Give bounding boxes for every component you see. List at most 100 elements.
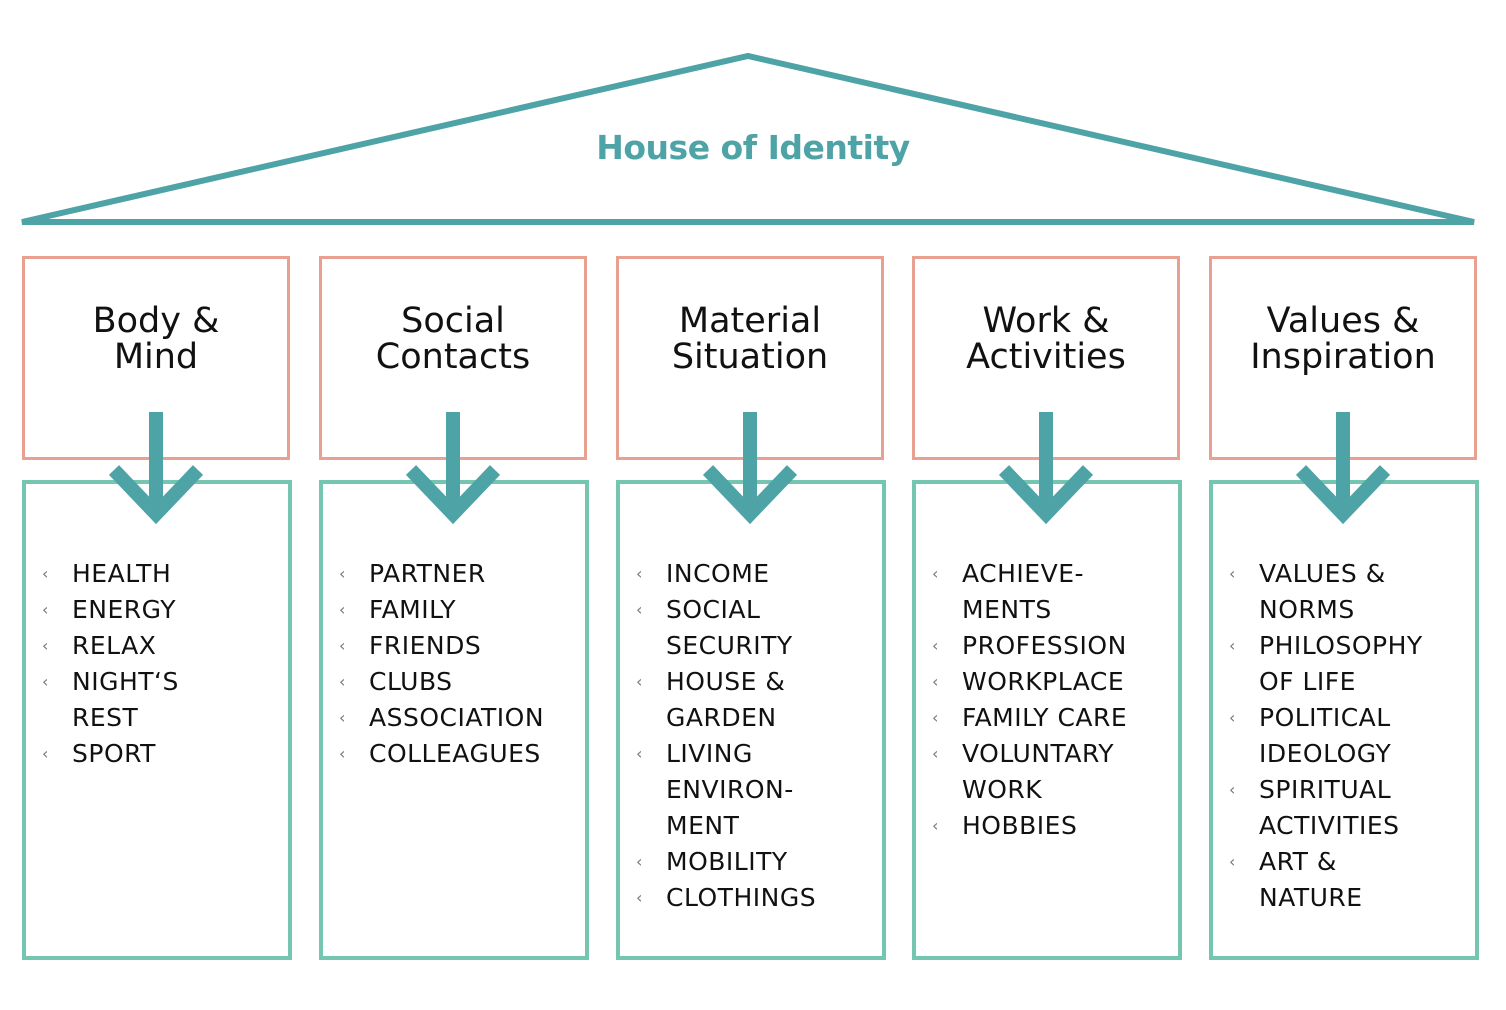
item-label: FAMILY CARE [962,703,1128,732]
pillar-3: Material Situation ‹ INCOME ‹ SOCIAL SECURI… [616,0,886,1010]
item-label: VOLUNTARY WORK [962,739,1114,804]
bullet-icon: ‹ [932,564,939,583]
bullet-icon: ‹ [1229,852,1236,871]
house-title: House of Identity [596,128,910,167]
list-item: ‹ HEALTH [42,556,179,592]
bullet-icon: ‹ [1229,564,1236,583]
bullet-icon: ‹ [1229,780,1236,799]
bullet-icon: ‹ [42,564,49,583]
pillar-title: Work & Activities [966,301,1126,377]
roof-outline [21,52,1475,225]
roof [21,52,1475,225]
item-label: ACHIEVE- MENTS [962,559,1085,624]
bullet-icon: ‹ [339,672,346,691]
bullet-icon: ‹ [339,564,346,583]
pillar-title: Values & Inspiration [1250,301,1436,377]
list-item: ‹ COLLEAGUES [339,736,544,772]
pillar-5: Values & Inspiration ‹ VALUES & NORMS ‹ PHI… [1209,0,1479,1010]
list-item: ‹ FRIENDS [339,628,544,664]
bullet-icon: ‹ [636,672,643,691]
bullet-icon: ‹ [932,636,939,655]
bullet-icon: ‹ [636,888,643,907]
list-item: ‹ ASSOCIATION [339,700,545,736]
item-label: POLITICAL IDEOLOGY [1259,703,1392,768]
down-arrow-icon [108,412,204,525]
list-item: ‹ VOLUNTARY WORK [932,736,1127,808]
pillar-4: Work & Activities ‹ ACHIEVE- MENTS ‹ PROFES… [912,0,1182,1010]
list-item: ‹SPORT [42,736,179,772]
bullet-icon: ‹ [636,744,643,763]
pillar-title: Material Situation [671,301,829,377]
pillar-2: Social Contacts ‹PARTNER‹FAMILY‹FRIENDS‹… [319,0,589,1010]
list-item: ‹ CLOTHINGS [636,880,817,916]
bullet-icon: ‹ [636,852,643,871]
bullet-icon: ‹ [932,672,939,691]
item-label: INCOME [666,559,770,588]
list-item: ‹ SOCIAL SECURITY [636,592,816,664]
pillar-item-list: ‹ VALUES & NORMS ‹ PHILOSOPHY OF LIFE ‹ POLIT… [1229,556,1423,916]
item-label: SOCIAL SECURITY [666,595,793,660]
pillar-item-list: ‹ INCOME ‹ SOCIAL SECURITY ‹ HOUSE & GARDEN ‹ L… [636,556,817,916]
pillar-item-list: ‹ ACHIEVE- MENTS ‹ PROFESSION ‹ WORKPLACE ‹ FAM… [932,556,1128,844]
item-label: ART & NATURE [1259,847,1363,912]
bullet-icon: ‹ [636,564,643,583]
bullet-icon: ‹ [339,636,346,655]
item-label: PROFESSION [962,631,1127,660]
bullet-icon: ‹ [1229,708,1236,727]
list-item: ‹ PHILOSOPHY OF LIFE [1229,628,1423,700]
list-item: ‹ FAMILY [339,592,544,628]
item-label: WORKPLACE [962,667,1125,696]
bullet-icon: ‹ [42,744,49,763]
down-arrow-icon [1295,412,1391,525]
pillar-1: Body & Mind ‹HEALTH‹ENERGY‹RELAX‹NIGHT‘S… [22,0,292,1010]
item-label: COLLEAGUES [369,739,541,768]
list-item: ‹ ENERGY [42,592,179,628]
pillar-header-box: Body & Mind [22,256,290,460]
item-label: NIGHT‘S REST [72,667,179,732]
item-label: HOBBIES [962,811,1078,840]
list-item: ‹ WORKPLACE [932,664,1127,700]
item-label: HEALTH [72,559,172,588]
down-arrow-icon [998,412,1094,525]
item-label: PHILOSOPHY OF LIFE [1259,631,1423,696]
item-label: CLUBS [369,667,453,696]
list-item: ‹ HOUSE & GARDEN [636,664,816,736]
item-label: LIVING ENVIRON- MENT [666,739,794,840]
list-item: ‹ MOBILITY [636,844,816,880]
pillar-title: Social Contacts [375,301,531,377]
bullet-icon: ‹ [339,600,346,619]
list-item: ‹ ART & NATURE [1229,844,1423,916]
item-label: FRIENDS [369,631,482,660]
list-item: ‹ CLUBS [339,664,544,700]
bullet-icon: ‹ [636,600,643,619]
item-label: SPIRITUAL ACTIVITIES [1259,775,1400,840]
item-label: HOUSE & GARDEN [666,667,786,732]
bullet-icon: ‹ [339,744,346,763]
bullet-icon: ‹ [42,672,49,691]
list-item: ‹ INCOME [636,556,816,592]
list-item: ‹ PARTNER [339,556,544,592]
bullet-icon: ‹ [932,744,939,763]
list-item: ‹ POLITICAL IDEOLOGY [1229,700,1423,772]
list-item: ‹ FAMILY CARE [932,700,1128,736]
item-label: MOBILITY [666,847,788,876]
list-item: ‹ SPIRITUAL ACTIVITIES [1229,772,1423,844]
list-item: ‹RELAX [42,628,179,664]
item-label: PARTNER [369,559,486,588]
item-label: RELAX [72,631,157,660]
list-item: ‹ PROFESSION [932,628,1127,664]
bullet-icon: ‹ [932,708,939,727]
bullet-icon: ‹ [1229,636,1236,655]
pillar-title: Body & Mind [92,301,220,377]
bullet-icon: ‹ [339,708,346,727]
item-label: FAMILY [369,595,457,624]
list-item: ‹ LIVING ENVIRON- MENT [636,736,816,844]
item-label: ENERGY [72,595,177,624]
list-item: ‹ VALUES & NORMS [1229,556,1423,628]
down-arrow-icon [405,412,501,525]
item-label: CLOTHINGS [666,883,817,912]
item-label: VALUES & NORMS [1259,559,1386,624]
item-label: ASSOCIATION [369,703,545,732]
bullet-icon: ‹ [932,816,939,835]
bullet-icon: ‹ [42,600,49,619]
